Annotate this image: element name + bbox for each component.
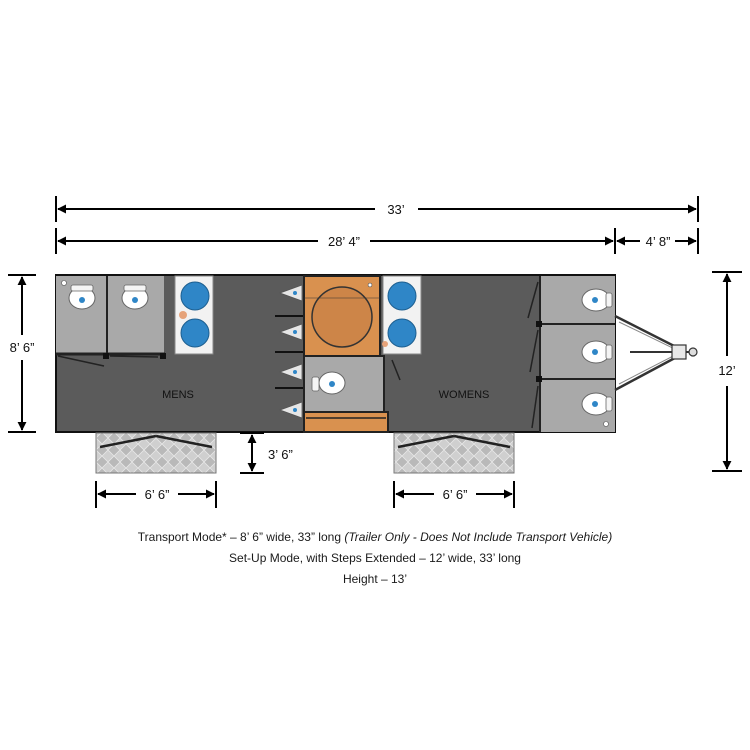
stall-door (531, 385, 539, 429)
step-depth-dimension: 3’ 6” (240, 432, 293, 474)
stall-door (527, 281, 539, 319)
overall-length-label: 33’ (387, 202, 404, 217)
trailer-hitch (614, 314, 698, 392)
trailer-body-length-dimension: 28’ 4” (55, 228, 616, 254)
setup-width-dimension: 12’ (712, 271, 742, 472)
stall-door (529, 329, 539, 373)
stall-door (57, 355, 105, 367)
setup-mode-caption: Set-Up Mode, with Steps Extended – 12’ w… (229, 551, 521, 565)
stall-door (109, 355, 159, 358)
transport-mode-note: (Trailer Only - Does Not Include Transpo… (344, 530, 613, 544)
step-depth-label: 3’ 6” (268, 447, 293, 462)
transport-mode-caption: Transport Mode* – 8’ 6” wide, 33” long (… (0, 530, 750, 544)
center-toilet-icon (311, 371, 346, 395)
womens-toilet-stall-1 (541, 276, 615, 323)
womens-room-label: WOMENS (439, 389, 490, 401)
mens-toilet-stall-2 (108, 276, 164, 354)
left-step-width-dimension: 6’ 6” (95, 481, 217, 508)
right-step-width-dimension: 6’ 6” (393, 481, 515, 508)
right-step-width-label: 6’ 6” (443, 487, 468, 502)
hitch-length-label: 4’ 8” (646, 234, 671, 249)
mens-room-label: MENS (162, 389, 194, 401)
urinal-row (275, 284, 304, 419)
left-entry-step (95, 432, 217, 474)
transport-mode-text: Transport Mode* – 8’ 6” wide, 33” long (137, 530, 345, 544)
mens-sink-counter (174, 275, 214, 355)
trailer-width-label: 8’ 6” (10, 340, 35, 355)
utility-strip (303, 411, 389, 433)
overall-length-dimension: 33’ (55, 196, 699, 222)
left-step-width-label: 6’ 6” (145, 487, 170, 502)
womens-toilet-stall-3 (541, 380, 615, 432)
mens-toilet-stall-1 (56, 276, 106, 354)
setup-width-label: 12’ (718, 363, 735, 378)
right-entry-step (393, 432, 515, 474)
womens-toilet-stall-2 (541, 325, 615, 378)
trailer-width-dimension: 8’ 6” (8, 274, 36, 433)
utility-room (303, 275, 381, 357)
trailer-body-length-label: 28’ 4” (328, 234, 360, 249)
height-caption: Height – 13’ (342, 572, 408, 586)
hitch-length-dimension: 4’ 8” (616, 228, 699, 254)
womens-sink-counter (382, 275, 422, 355)
